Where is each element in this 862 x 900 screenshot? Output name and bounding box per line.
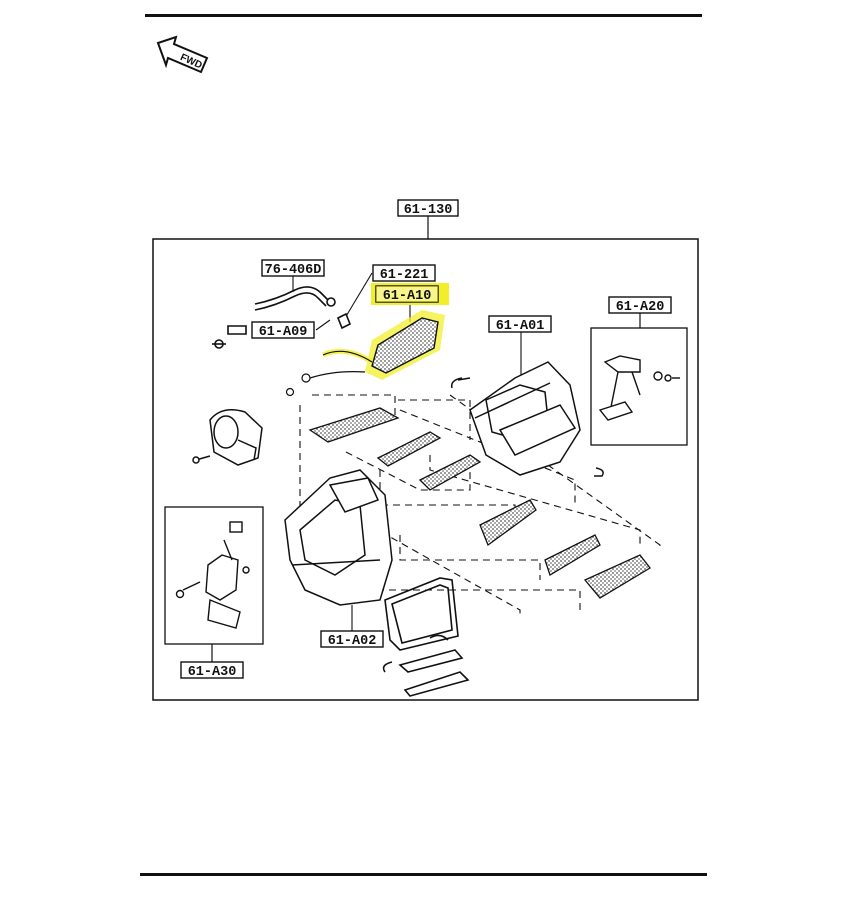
svg-text:61-A09: 61-A09 (259, 325, 308, 340)
inset-box-61-a20 (590, 327, 688, 446)
callout-61-a02: 61-A02 (320, 630, 384, 649)
seal-gaskets-61-a02 (382, 577, 470, 697)
callout-76-406d: 76-406D (261, 259, 325, 278)
svg-text:61-A10: 61-A10 (383, 289, 432, 304)
assembly-ref: 61-130 (404, 203, 453, 218)
assembly-frame (152, 238, 699, 701)
callout-61-a01: 61-A01 (488, 315, 552, 334)
callout-61-a30: 61-A30 (180, 661, 244, 680)
actuator-linkage-61-a30 (175, 521, 250, 629)
callout-61-a10: 61-A10 (371, 283, 449, 305)
svg-text:61-A01: 61-A01 (496, 319, 545, 334)
svg-text:61-221: 61-221 (380, 268, 429, 283)
assembly-callout: 61-130 (397, 199, 459, 218)
top-rule (145, 14, 702, 17)
callout-61-a20: 61-A20 (608, 296, 672, 315)
filter-elements (308, 407, 651, 599)
leader-lines (292, 272, 522, 632)
svg-text:76-406D: 76-406D (265, 263, 322, 278)
svg-text:61-A02: 61-A02 (328, 634, 377, 649)
svg-text:61-A20: 61-A20 (616, 300, 665, 315)
blower-motor (192, 409, 263, 466)
svg-text:61-A30: 61-A30 (188, 665, 237, 680)
lower-housing (284, 469, 393, 606)
upper-housing-61-a01 (450, 361, 604, 477)
heater-core-61-a10 (285, 310, 445, 397)
actuator-linkage-61-a20 (598, 355, 680, 421)
callout-61-221: 61-221 (372, 264, 436, 283)
bottom-rule (140, 873, 707, 876)
heater-pipe (212, 286, 352, 349)
callout-61-a09: 61-A09 (251, 321, 315, 340)
